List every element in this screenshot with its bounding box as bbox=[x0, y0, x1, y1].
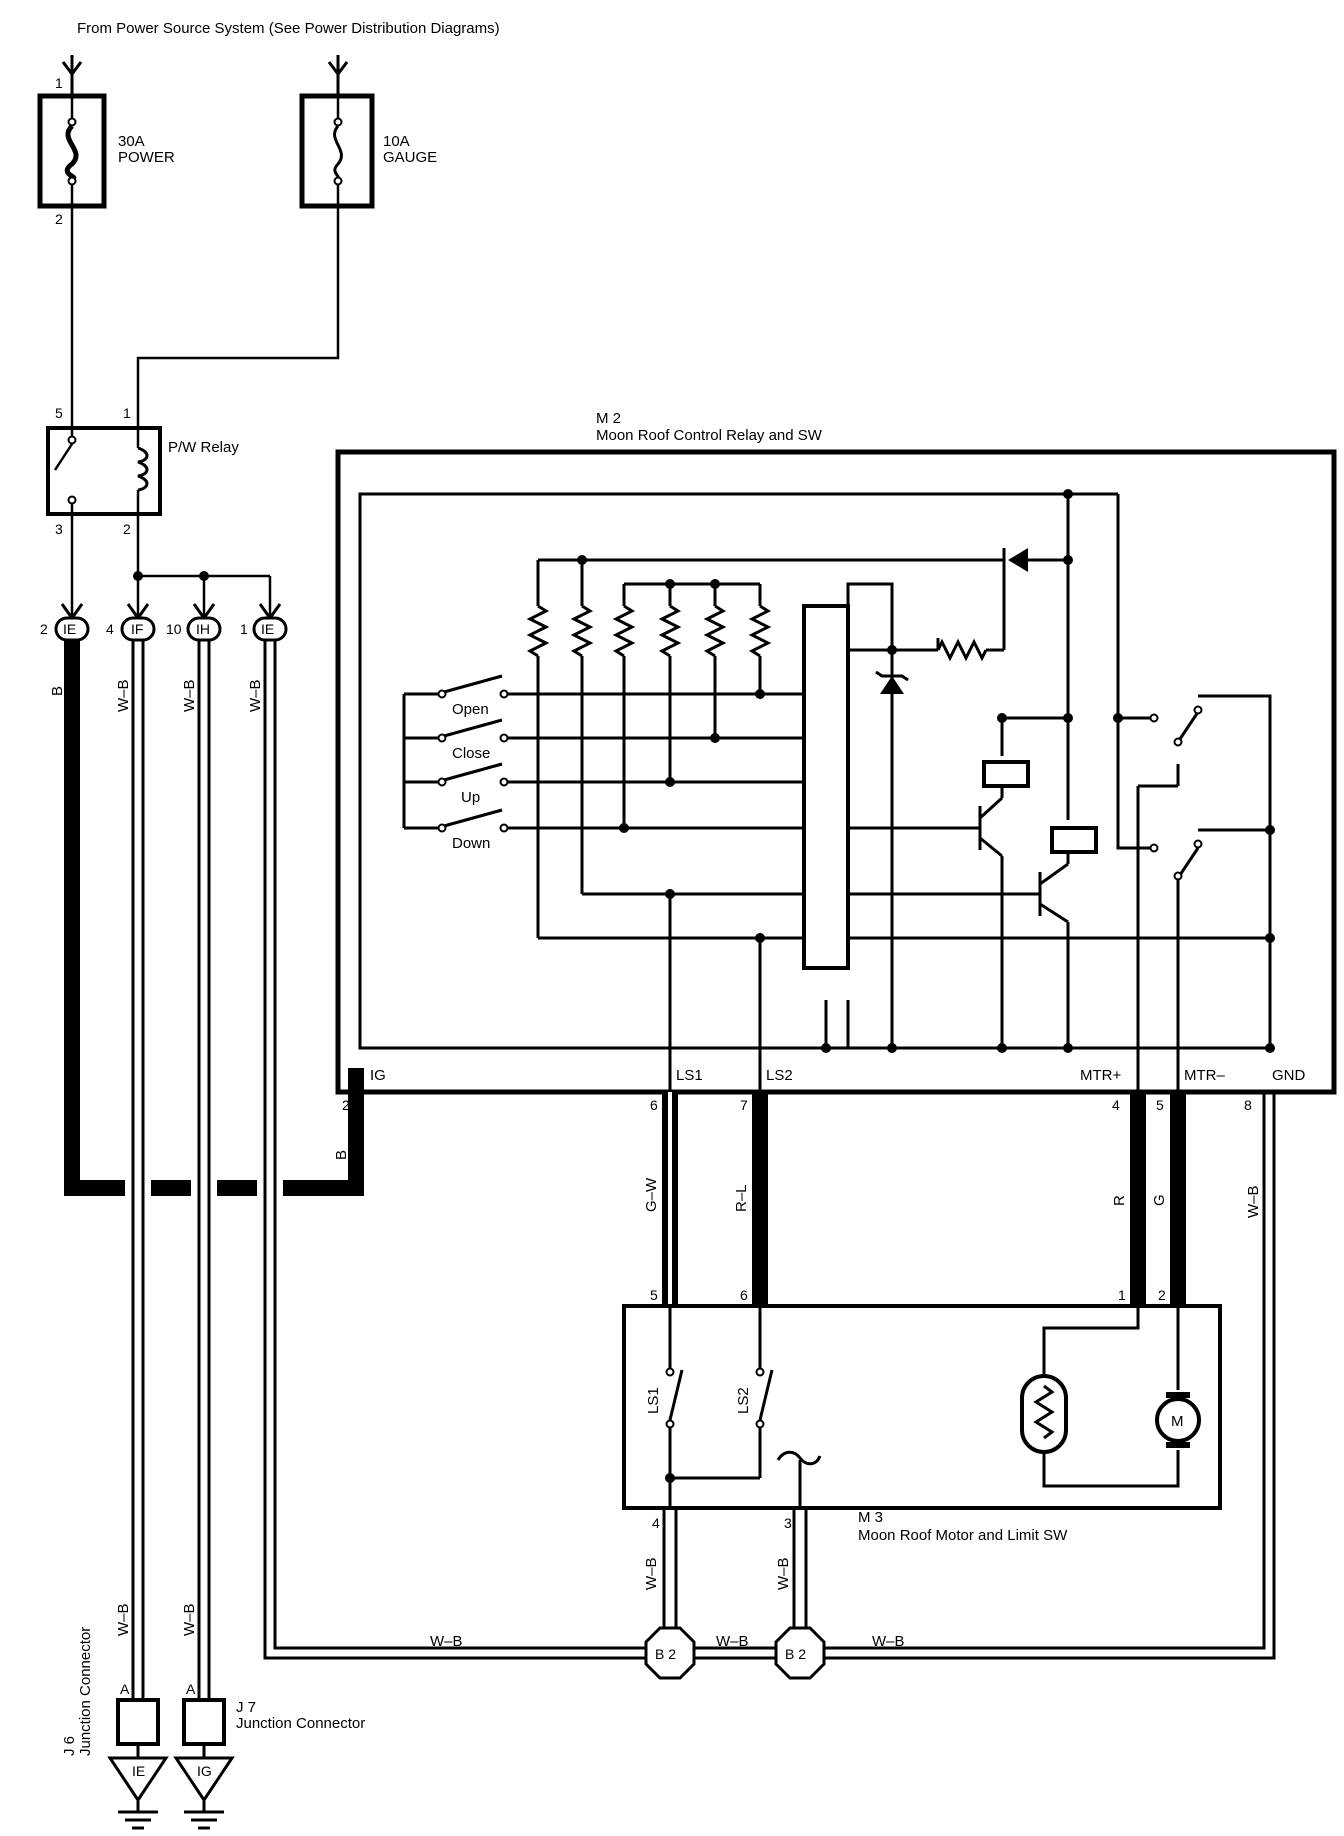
svg-text:W–B: W–B bbox=[247, 679, 264, 712]
svg-text:5: 5 bbox=[1156, 1097, 1164, 1113]
svg-text:G: G bbox=[1151, 1194, 1168, 1206]
svg-text:6: 6 bbox=[740, 1287, 748, 1303]
motor-icon: M bbox=[1171, 1413, 1184, 1430]
svg-text:Moon Roof Motor and Limit SW: Moon Roof Motor and Limit SW bbox=[858, 1527, 1068, 1544]
svg-text:IG: IG bbox=[197, 1763, 212, 1779]
switch-close-label: Close bbox=[452, 745, 490, 762]
svg-text:IE: IE bbox=[132, 1763, 145, 1779]
svg-text:7: 7 bbox=[740, 1097, 748, 1113]
switch-up-label: Up bbox=[461, 789, 480, 806]
svg-text:GAUGE: GAUGE bbox=[383, 149, 437, 166]
svg-text:Moon Roof Control Relay and SW: Moon Roof Control Relay and SW bbox=[596, 427, 823, 444]
svg-text:Junction Connector: Junction Connector bbox=[236, 1715, 365, 1732]
svg-text:MTR–: MTR– bbox=[1184, 1067, 1225, 1084]
svg-text:2: 2 bbox=[342, 1097, 350, 1113]
svg-text:1: 1 bbox=[1118, 1287, 1126, 1303]
svg-text:W–B: W–B bbox=[430, 1633, 463, 1650]
connector-ie-1: IE 1 bbox=[240, 603, 288, 642]
svg-text:M 2: M 2 bbox=[596, 410, 621, 427]
svg-text:10: 10 bbox=[166, 621, 182, 637]
svg-text:W–B: W–B bbox=[1245, 1185, 1262, 1218]
svg-text:W–B: W–B bbox=[181, 679, 198, 712]
svg-text:4: 4 bbox=[106, 621, 114, 637]
svg-text:M 3: M 3 bbox=[858, 1509, 883, 1526]
svg-text:LS1: LS1 bbox=[676, 1067, 703, 1084]
svg-text:GND: GND bbox=[1272, 1067, 1306, 1084]
svg-text:10A: 10A bbox=[383, 133, 410, 150]
connector-if-4: IF 4 bbox=[106, 603, 156, 642]
svg-text:G–W: G–W bbox=[643, 1177, 660, 1212]
svg-text:B 2: B 2 bbox=[655, 1646, 676, 1662]
svg-text:W–B: W–B bbox=[872, 1633, 905, 1650]
junction-j7: A IG J 7 Junction Connector bbox=[173, 1681, 365, 1830]
relay-label: P/W Relay bbox=[168, 439, 239, 456]
svg-text:MTR+: MTR+ bbox=[1080, 1067, 1121, 1084]
fuse-10a-gauge: 10A GAUGE bbox=[299, 55, 437, 209]
svg-text:6: 6 bbox=[650, 1097, 658, 1113]
svg-text:5: 5 bbox=[55, 405, 63, 421]
svg-text:R–L: R–L bbox=[733, 1184, 750, 1212]
connector-ih-10: IH 10 bbox=[166, 603, 222, 642]
svg-text:W–B: W–B bbox=[115, 679, 132, 712]
svg-text:4: 4 bbox=[1112, 1097, 1120, 1113]
svg-text:5: 5 bbox=[650, 1287, 658, 1303]
svg-text:POWER: POWER bbox=[118, 149, 175, 166]
svg-text:3: 3 bbox=[784, 1515, 792, 1531]
svg-text:W–B: W–B bbox=[181, 1603, 198, 1636]
svg-text:W–B: W–B bbox=[775, 1557, 792, 1590]
svg-text:LS1: LS1 bbox=[645, 1387, 662, 1414]
svg-text:2: 2 bbox=[123, 521, 131, 537]
svg-text:IG: IG bbox=[370, 1067, 386, 1084]
svg-text:3: 3 bbox=[55, 521, 63, 537]
splice-b2-left: B 2 bbox=[644, 1626, 696, 1680]
svg-text:2: 2 bbox=[40, 621, 48, 637]
svg-text:R: R bbox=[1111, 1195, 1128, 1206]
svg-text:IE: IE bbox=[63, 621, 76, 637]
m2-control-relay: M 2 Moon Roof Control Relay and SW bbox=[335, 410, 1337, 1113]
svg-text:1: 1 bbox=[123, 405, 131, 421]
connector-ie-2: IE 2 bbox=[40, 603, 90, 642]
svg-text:IH: IH bbox=[196, 621, 210, 637]
svg-text:J 6: J 6 bbox=[61, 1736, 78, 1756]
svg-text:LS2: LS2 bbox=[735, 1387, 752, 1414]
svg-text:B: B bbox=[49, 686, 66, 696]
svg-text:2: 2 bbox=[55, 211, 63, 227]
svg-text:B 2: B 2 bbox=[785, 1646, 806, 1662]
splice-b2-right: B 2 bbox=[774, 1626, 826, 1680]
svg-text:W–B: W–B bbox=[643, 1557, 660, 1590]
svg-text:B: B bbox=[333, 1150, 350, 1160]
svg-text:W–B: W–B bbox=[115, 1603, 132, 1636]
svg-text:1: 1 bbox=[55, 75, 63, 91]
svg-text:2: 2 bbox=[1158, 1287, 1166, 1303]
svg-text:8: 8 bbox=[1244, 1097, 1252, 1113]
svg-text:4: 4 bbox=[652, 1515, 660, 1531]
svg-text:W–B: W–B bbox=[716, 1633, 749, 1650]
svg-text:LS2: LS2 bbox=[766, 1067, 793, 1084]
svg-text:A: A bbox=[186, 1681, 196, 1697]
m3-motor-limit-switch: 5 6 1 2 M LS1 bbox=[622, 1287, 1222, 1544]
svg-text:A: A bbox=[120, 1681, 130, 1697]
svg-text:J 7: J 7 bbox=[236, 1699, 256, 1716]
switch-open-label: Open bbox=[452, 701, 489, 718]
svg-text:IF: IF bbox=[131, 621, 143, 637]
fuse-30a-power: 1 30A POWER 2 bbox=[37, 55, 175, 227]
svg-text:1: 1 bbox=[240, 621, 248, 637]
svg-text:IE: IE bbox=[261, 621, 274, 637]
power-source-label: From Power Source System (See Power Dist… bbox=[77, 20, 500, 37]
svg-text:30A: 30A bbox=[118, 133, 145, 150]
junction-j6: A IE J 6 Junction Connector bbox=[61, 1627, 169, 1830]
pw-relay: 5 1 P/W Relay 3 2 bbox=[46, 405, 239, 537]
switch-down-label: Down bbox=[452, 835, 490, 852]
svg-text:Junction Connector: Junction Connector bbox=[77, 1627, 94, 1756]
